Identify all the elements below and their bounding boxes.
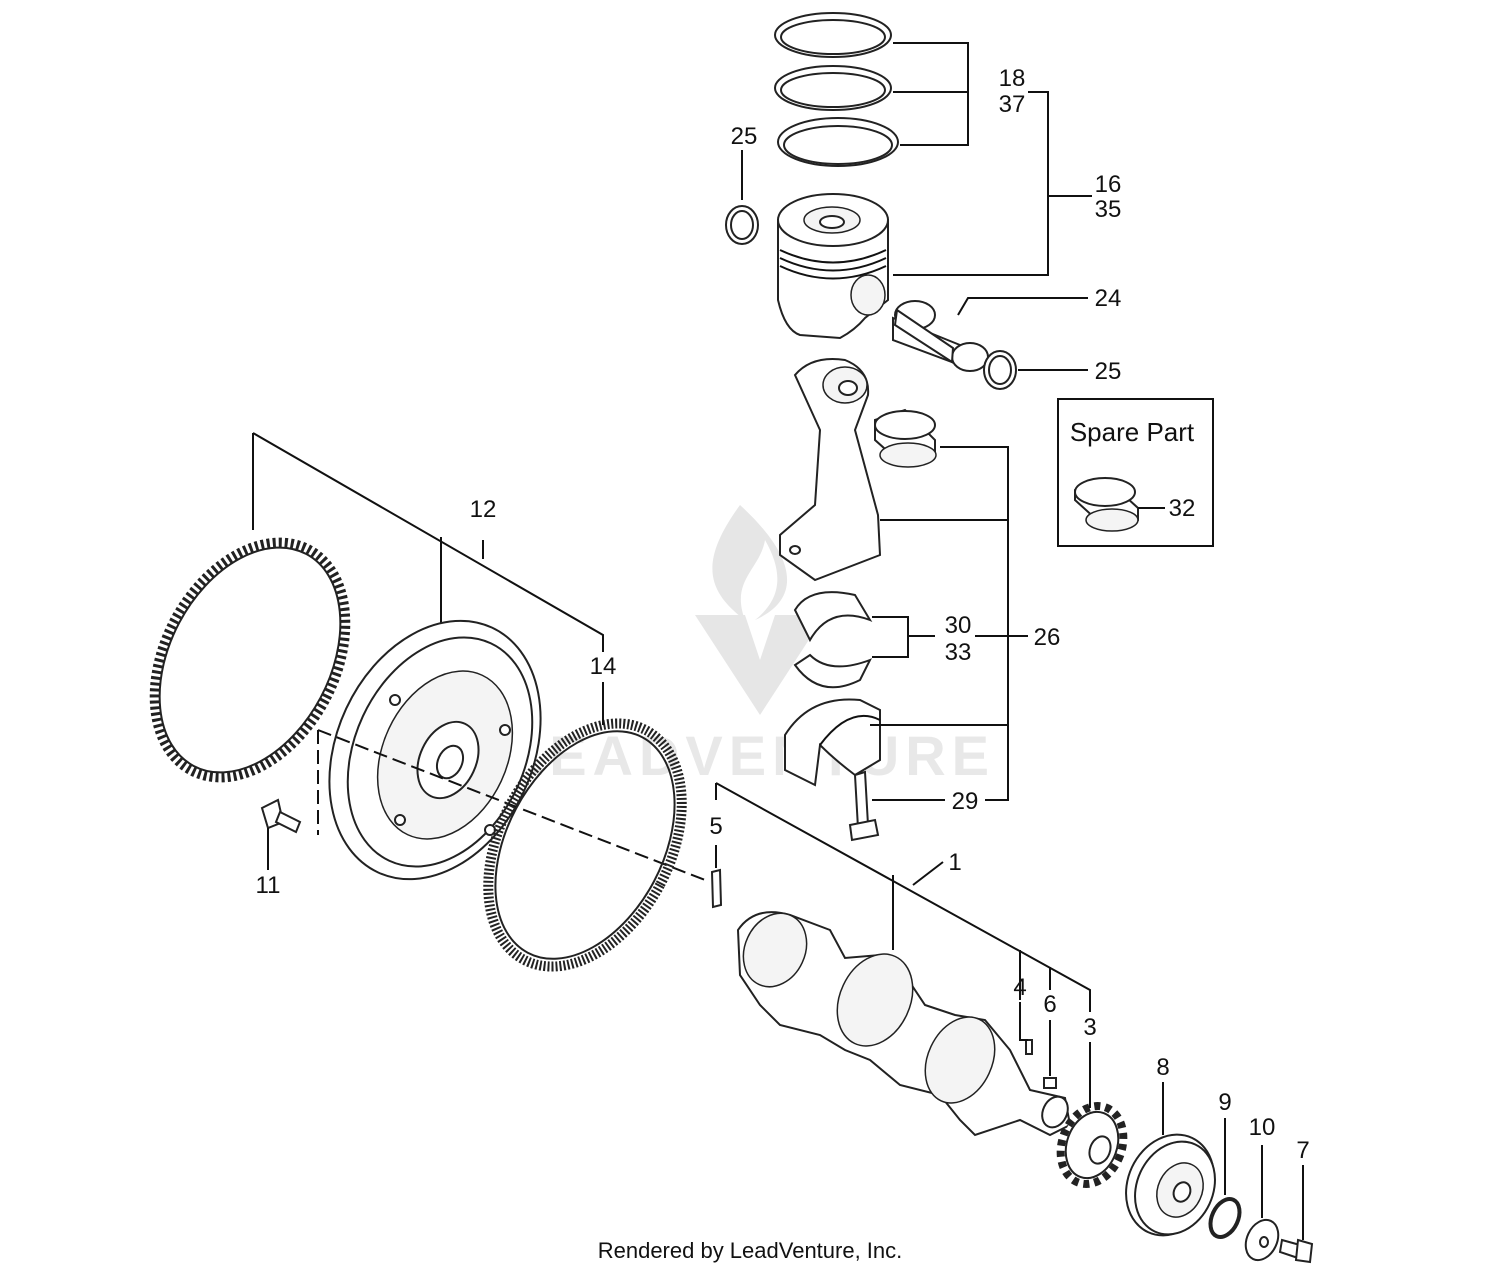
leader-12 bbox=[252, 432, 604, 652]
o-ring[interactable] bbox=[1205, 1194, 1245, 1241]
callout-32[interactable]: 32 bbox=[1169, 495, 1196, 522]
watermark: LEADVENTURE bbox=[509, 505, 995, 787]
spare-bushing[interactable] bbox=[1074, 476, 1139, 532]
leader-16-35 bbox=[893, 91, 1092, 276]
leader-4 bbox=[1019, 1002, 1028, 1041]
washer[interactable] bbox=[1240, 1215, 1285, 1266]
callout-7[interactable]: 7 bbox=[1296, 1137, 1309, 1164]
ring-gear[interactable] bbox=[449, 690, 721, 999]
callout-14[interactable]: 14 bbox=[590, 653, 617, 680]
callout-1[interactable]: 1 bbox=[948, 849, 961, 876]
piston-rings[interactable] bbox=[774, 12, 899, 167]
circlip-lower[interactable] bbox=[983, 350, 1017, 390]
callouts: 18 37 25 16 35 24 25 32 12 30 33 26 14 2… bbox=[256, 65, 1310, 1164]
watermark-v-icon bbox=[695, 615, 825, 715]
leader-5 bbox=[715, 782, 1091, 1012]
leader-26 bbox=[870, 446, 1028, 801]
crankshaft[interactable] bbox=[732, 903, 1073, 1137]
callout-18[interactable]: 18 bbox=[999, 65, 1026, 92]
callout-6[interactable]: 6 bbox=[1043, 991, 1056, 1018]
leader-24 bbox=[957, 297, 1088, 316]
flywheel-bolt[interactable] bbox=[260, 798, 302, 834]
spare-part-title: Spare Part bbox=[1070, 417, 1195, 447]
callout-10[interactable]: 10 bbox=[1249, 1114, 1276, 1141]
callout-11[interactable]: 11 bbox=[256, 872, 281, 899]
key-6[interactable] bbox=[1043, 1077, 1057, 1089]
callout-12[interactable]: 12 bbox=[470, 496, 497, 523]
crank-pulley[interactable] bbox=[1110, 1120, 1230, 1250]
flywheel[interactable] bbox=[289, 586, 581, 914]
circlip-upper[interactable] bbox=[725, 205, 759, 245]
callout-9[interactable]: 9 bbox=[1218, 1089, 1231, 1116]
watermark-flame-icon bbox=[712, 505, 788, 620]
rod-bolt[interactable] bbox=[848, 770, 880, 842]
key-pin-4[interactable] bbox=[1025, 1039, 1033, 1055]
callout-26[interactable]: 26 bbox=[1034, 624, 1061, 651]
callout-4[interactable]: 4 bbox=[1013, 974, 1026, 1001]
callout-33[interactable]: 33 bbox=[945, 639, 972, 666]
piston-pin[interactable] bbox=[892, 300, 989, 372]
callout-29[interactable]: 29 bbox=[952, 788, 979, 815]
callout-24[interactable]: 24 bbox=[1095, 285, 1122, 312]
small-end-bushing[interactable] bbox=[874, 408, 937, 468]
connecting-rod[interactable] bbox=[779, 358, 882, 582]
footer-credit: Rendered by LeadVenture, Inc. bbox=[597, 1238, 903, 1263]
watermark-text: LEADVENTURE bbox=[509, 724, 995, 787]
leader-1 bbox=[892, 861, 1051, 1000]
callout-3[interactable]: 3 bbox=[1083, 1014, 1096, 1041]
callout-25-upper[interactable]: 25 bbox=[731, 123, 758, 150]
callout-8[interactable]: 8 bbox=[1156, 1054, 1169, 1081]
spare-part-box: Spare Part bbox=[1057, 398, 1214, 547]
rod-cap[interactable] bbox=[784, 698, 881, 787]
leader-30-33 bbox=[872, 616, 935, 658]
axis-line bbox=[317, 729, 706, 881]
pulley-bolt[interactable] bbox=[1278, 1238, 1314, 1264]
bearing-shell-upper[interactable] bbox=[793, 591, 873, 689]
leader-18-37 bbox=[893, 42, 969, 146]
callout-16[interactable]: 16 bbox=[1095, 171, 1122, 198]
signal-ring[interactable] bbox=[116, 510, 383, 811]
callout-5[interactable]: 5 bbox=[709, 813, 722, 840]
callout-35[interactable]: 35 bbox=[1095, 196, 1122, 223]
callout-37[interactable]: 37 bbox=[999, 91, 1026, 118]
dowel-pin[interactable] bbox=[710, 868, 723, 909]
callout-25-lower[interactable]: 25 bbox=[1095, 358, 1122, 385]
piston[interactable] bbox=[777, 193, 889, 340]
callout-30[interactable]: 30 bbox=[945, 612, 972, 639]
crank-gear[interactable] bbox=[1050, 1097, 1134, 1193]
